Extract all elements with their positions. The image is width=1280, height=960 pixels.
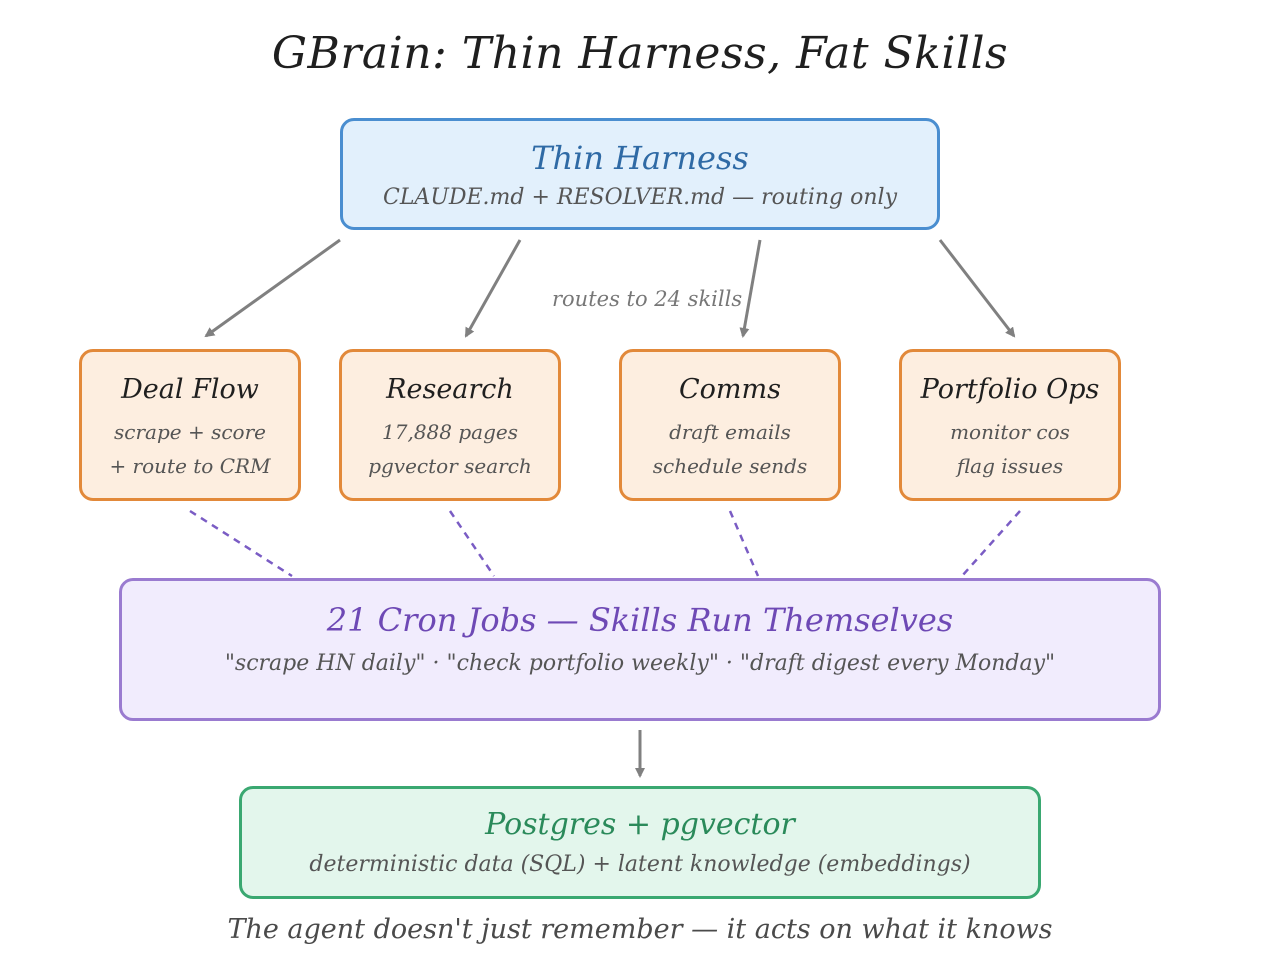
skill-title: Portfolio Ops — [920, 374, 1100, 405]
skill-line: pgvector search — [368, 454, 532, 478]
skill-line: draft emails — [669, 420, 791, 444]
skill-line: 17,888 pages — [382, 420, 518, 444]
skill-line: scrape + score — [114, 420, 266, 444]
skill-node-research: Research 17,888 pages pgvector search — [339, 349, 561, 501]
skill-title: Comms — [679, 374, 781, 405]
database-node: Postgres + pgvector deterministic data (… — [239, 786, 1041, 899]
skill-line: monitor cos — [950, 420, 1070, 444]
skill-line: flag issues — [956, 454, 1064, 478]
database-title: Postgres + pgvector — [485, 807, 795, 842]
skill-node-comms: Comms draft emails schedule sends — [619, 349, 841, 501]
skill-title: Deal Flow — [121, 374, 259, 405]
edge-harness-to-research — [464, 239, 522, 338]
skill-node-deal-flow: Deal Flow scrape + score + route to CRM — [79, 349, 301, 501]
skill-title: Research — [386, 374, 514, 405]
skill-line: schedule sends — [652, 454, 808, 478]
route-label: routes to 24 skills — [552, 287, 743, 311]
footer-caption: The agent doesn't just remember — it act… — [227, 914, 1053, 945]
skill-line: + route to CRM — [109, 454, 271, 478]
thin-harness-subtitle: CLAUDE.md + RESOLVER.md — routing only — [382, 185, 898, 210]
thin-harness-node: Thin Harness CLAUDE.md + RESOLVER.md — r… — [340, 118, 940, 230]
thin-harness-title: Thin Harness — [531, 139, 749, 177]
skill-node-portfolio-ops: Portfolio Ops monitor cos flag issues — [899, 349, 1121, 501]
edge-harness-to-portfolio-ops — [938, 239, 1016, 338]
cron-jobs-node: 21 Cron Jobs — Skills Run Themselves "sc… — [119, 578, 1161, 721]
cron-jobs-title: 21 Cron Jobs — Skills Run Themselves — [326, 601, 954, 639]
edge-research-to-cron — [448, 510, 496, 577]
edge-harness-to-comms — [739, 239, 762, 338]
edge-comms-to-cron — [728, 510, 760, 577]
cron-jobs-subtitle: "scrape HN daily" · "check portfolio wee… — [224, 651, 1056, 676]
database-subtitle: deterministic data (SQL) + latent knowle… — [309, 852, 971, 877]
edge-portfolio-ops-to-cron — [961, 510, 1021, 577]
edge-harness-to-deal-flow — [204, 238, 341, 338]
edge-deal-flow-to-cron — [189, 509, 293, 578]
diagram-title: GBrain: Thin Harness, Fat Skills — [271, 28, 1009, 79]
